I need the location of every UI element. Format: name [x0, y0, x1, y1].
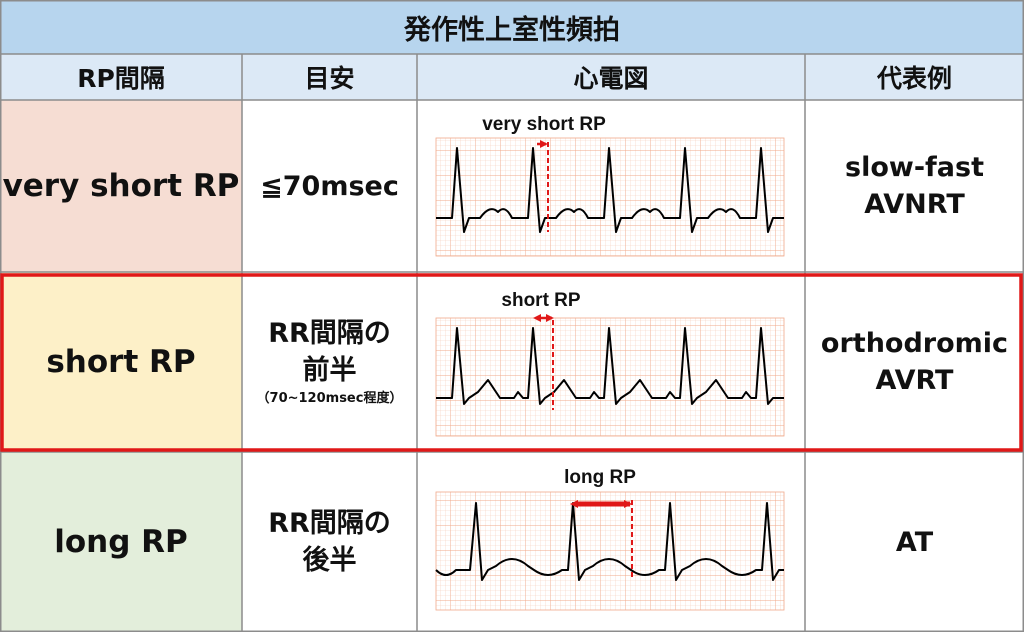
row3-example-line1: AT	[895, 526, 934, 558]
row2-example-cell: orthodromic AVRT	[805, 272, 1024, 452]
row2-guide-note: （70~120msec程度）	[256, 391, 403, 406]
header-example-label: 代表例	[876, 64, 952, 93]
ecg-grid-3	[435, 491, 785, 611]
ecg-trace-1	[436, 147, 784, 233]
header-guide: 目安	[242, 54, 417, 100]
row3-guide-line2: 後半	[302, 545, 357, 576]
ecg-label-3: long RP	[564, 467, 636, 488]
row1-example-line1: slow-fast	[845, 152, 984, 183]
header-rp-interval: RP間隔	[0, 54, 242, 100]
header-guide-label: 目安	[304, 64, 355, 93]
header-ecg-label: 心電図	[573, 64, 649, 93]
row2-guide-cell: RR間隔の 前半 （70~120msec程度）	[242, 272, 417, 452]
row1-rp-cell: very short RP	[0, 100, 242, 272]
header-rp-interval-label: RP間隔	[77, 64, 165, 93]
highlight-box	[0, 273, 1023, 452]
row1-guide-line1: ≦70msec	[260, 170, 399, 202]
row1-example-cell: slow-fast AVNRT	[805, 100, 1024, 272]
row3-rp-label: long RP	[54, 524, 188, 560]
row2-example-line2: AVRT	[875, 365, 954, 396]
row2-guide-line1: RR間隔の	[268, 318, 391, 349]
ecg-label-2: short RP	[501, 290, 581, 311]
row3-example-cell: AT	[805, 452, 1024, 632]
row2-rp-cell: short RP	[0, 272, 242, 452]
table-title: 発作性上室性頻拍	[0, 0, 1024, 54]
row2-guide-line2: 前半	[302, 355, 357, 386]
row3-rp-cell: long RP	[0, 452, 242, 632]
title-text: 発作性上室性頻拍	[404, 14, 620, 46]
row1-example-line2: AVNRT	[864, 189, 965, 220]
header-example: 代表例	[805, 54, 1024, 100]
ecg-trace-3	[435, 502, 784, 581]
row1-guide-cell: ≦70msec	[242, 100, 417, 272]
header-ecg: 心電図	[417, 54, 805, 100]
row3-guide-line1: RR間隔の	[268, 508, 391, 539]
row1-rp-label: very short RP	[2, 168, 240, 204]
row3-guide-cell: RR間隔の 後半	[242, 452, 417, 632]
ecg-trace-2	[436, 327, 784, 405]
ecg-label-1: very short RP	[482, 114, 606, 135]
row2-example-line1: orthodromic	[820, 328, 1009, 359]
row2-rp-label: short RP	[46, 344, 196, 380]
